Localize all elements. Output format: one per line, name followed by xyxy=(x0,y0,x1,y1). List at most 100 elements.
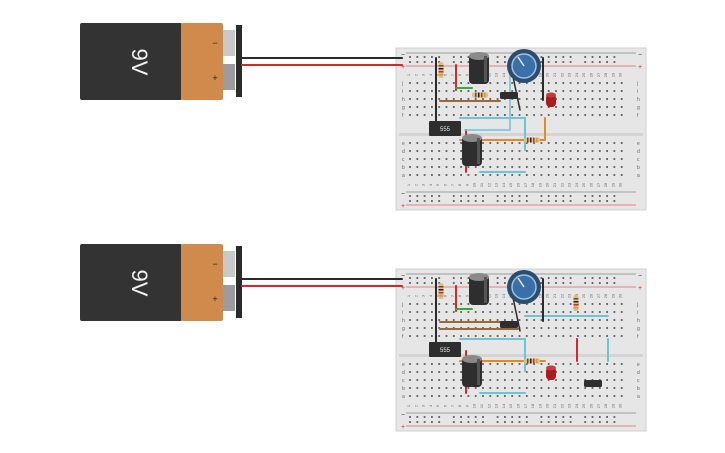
breadboard-hole xyxy=(562,327,565,329)
breadboard-hole xyxy=(416,387,419,389)
breadboard-hole xyxy=(525,387,528,389)
breadboard-hole xyxy=(482,142,484,144)
column-number: 29 xyxy=(610,403,615,408)
red-led[interactable] xyxy=(546,365,556,381)
battery-9v[interactable]: 9V−+ xyxy=(80,23,242,100)
column-number: 23 xyxy=(567,72,572,77)
breadboard-hole xyxy=(511,319,514,321)
potentiometer[interactable] xyxy=(507,270,541,304)
breadboard-hole xyxy=(613,387,616,389)
row-letter: f xyxy=(637,113,639,119)
resistor-band xyxy=(438,289,444,291)
electrolytic-capacitor[interactable] xyxy=(469,52,489,84)
breadboard-hole xyxy=(584,395,587,397)
breadboard-hole xyxy=(540,416,543,418)
resistor-band xyxy=(438,71,444,73)
breadboard-hole xyxy=(591,363,594,365)
breadboard-hole xyxy=(606,311,608,313)
column-number: 14 xyxy=(501,72,506,77)
breadboard-hole xyxy=(555,395,557,397)
battery-9v[interactable]: 9V−+ xyxy=(80,244,242,321)
breadboard-hole xyxy=(409,277,411,279)
breadboard-hole xyxy=(518,319,521,321)
breadboard-hole xyxy=(591,277,594,279)
breadboard-hole xyxy=(547,142,550,144)
ic-555-timer[interactable]: 555 xyxy=(429,121,461,136)
breadboard-hole xyxy=(577,371,579,373)
transistor[interactable] xyxy=(500,321,518,328)
breadboard-hole xyxy=(518,303,521,305)
column-number: 19 xyxy=(537,182,542,187)
breadboard-hole xyxy=(460,174,462,176)
breadboard-hole xyxy=(591,282,594,284)
breadboard-hole xyxy=(416,303,419,305)
breadboard-hole xyxy=(584,174,587,176)
electrolytic-capacitor[interactable] xyxy=(469,273,489,305)
breadboard-hole xyxy=(423,142,426,144)
resistor[interactable] xyxy=(524,137,540,143)
breadboard-hole xyxy=(431,379,433,381)
electrolytic-capacitor[interactable] xyxy=(462,355,482,387)
wire-jumper[interactable] xyxy=(459,117,546,141)
breadboard-hole xyxy=(423,335,426,337)
wire-jumper[interactable] xyxy=(464,64,511,131)
column-number: 18 xyxy=(530,182,535,187)
column-number: 23 xyxy=(567,293,572,298)
resistor[interactable] xyxy=(573,295,579,311)
column-number: 13 xyxy=(494,403,499,408)
column-number: 20 xyxy=(545,403,550,408)
breadboard-hole xyxy=(562,195,565,197)
breadboard-hole xyxy=(438,395,441,397)
breadboard-hole xyxy=(577,142,579,144)
breadboard-hole xyxy=(540,106,543,108)
breadboard-hole xyxy=(423,174,426,176)
breadboard-hole xyxy=(489,82,492,84)
breadboard-hole xyxy=(460,142,462,144)
breadboard-hole xyxy=(598,319,601,321)
breadboard-hole xyxy=(613,142,616,144)
electrolytic-capacitor[interactable] xyxy=(462,134,482,166)
transistor[interactable] xyxy=(584,380,602,387)
breadboard-hole xyxy=(525,174,528,176)
row-letter: j xyxy=(401,81,403,87)
column-number: 28 xyxy=(603,403,608,408)
breadboard-hole xyxy=(533,395,535,397)
breadboard-hole xyxy=(569,98,572,100)
breadboard-hole xyxy=(504,379,506,381)
breadboard-hole xyxy=(423,56,426,58)
breadboard-hole xyxy=(562,416,565,418)
breadboard-hole xyxy=(511,335,514,337)
breadboard-hole xyxy=(540,421,543,423)
breadboard-hole xyxy=(467,195,470,197)
breadboard-hole xyxy=(606,327,608,329)
potentiometer[interactable] xyxy=(507,49,541,83)
transistor[interactable] xyxy=(500,92,518,99)
breadboard-hole xyxy=(591,371,594,373)
rail-plus-label: + xyxy=(638,64,642,71)
breadboard-hole xyxy=(540,142,543,144)
ic-555-timer[interactable]: 555 xyxy=(429,342,461,357)
breadboard-hole xyxy=(445,379,448,381)
column-number: 8 xyxy=(457,73,462,76)
breadboard-hole xyxy=(416,195,419,197)
breadboard-hole xyxy=(438,200,441,202)
breadboard-hole xyxy=(489,319,492,321)
resistor[interactable] xyxy=(472,92,488,98)
breadboard-hole xyxy=(598,174,601,176)
breadboard-hole xyxy=(489,142,492,144)
breadboard-hole xyxy=(591,56,594,58)
breadboard-hole xyxy=(467,311,470,313)
breadboard-hole xyxy=(577,319,579,321)
breadboard-hole xyxy=(431,114,433,116)
breadboard-hole xyxy=(591,142,594,144)
red-led[interactable] xyxy=(546,92,556,108)
breadboard-hole xyxy=(606,282,608,284)
breadboard-hole xyxy=(620,379,623,381)
breadboard-hole xyxy=(452,379,455,381)
resistor[interactable] xyxy=(524,358,540,364)
column-number: 6 xyxy=(443,73,448,76)
resistor[interactable] xyxy=(438,62,444,78)
column-number: 8 xyxy=(457,294,462,297)
resistor[interactable] xyxy=(438,283,444,299)
breadboard-hole xyxy=(584,371,587,373)
